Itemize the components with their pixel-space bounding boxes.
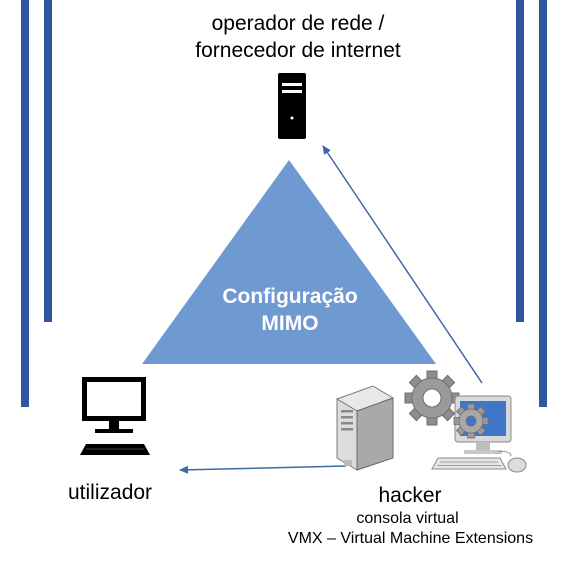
mouse-icon (497, 451, 527, 473)
user-label: utilizador (68, 481, 153, 504)
hacker-sublabel-console: consola virtual (356, 510, 459, 527)
user-computer-icon (80, 377, 150, 455)
hacker-label: hacker (378, 484, 442, 507)
server-tower-icon (278, 73, 306, 139)
right-inner-bar (516, 0, 524, 322)
mimo-label-line1: Configuração (222, 285, 358, 308)
hacker-server-icon (335, 385, 395, 471)
keyboard-icon (431, 457, 507, 470)
hacker-to-isp-arrow (322, 145, 483, 384)
left-inner-bar (44, 0, 52, 322)
mimo-label-line2: MIMO (261, 312, 319, 335)
isp-label-line2: fornecedor de internet (195, 39, 401, 62)
mimo-triangle (142, 160, 436, 364)
isp-label-line1: operador de rede / (211, 12, 385, 35)
large-gear-icon (404, 370, 460, 426)
hacker-sublabel-vmx: VMX – Virtual Machine Extensions (287, 530, 534, 547)
isp-label: operador de rede / fornecedor de interne… (160, 10, 436, 64)
small-gear-icon (453, 403, 489, 439)
right-outer-bar (539, 0, 547, 407)
left-outer-bar (21, 0, 29, 407)
hacker-to-user-arrow (179, 465, 347, 474)
mimo-label: Configuração MIMO (190, 283, 390, 337)
